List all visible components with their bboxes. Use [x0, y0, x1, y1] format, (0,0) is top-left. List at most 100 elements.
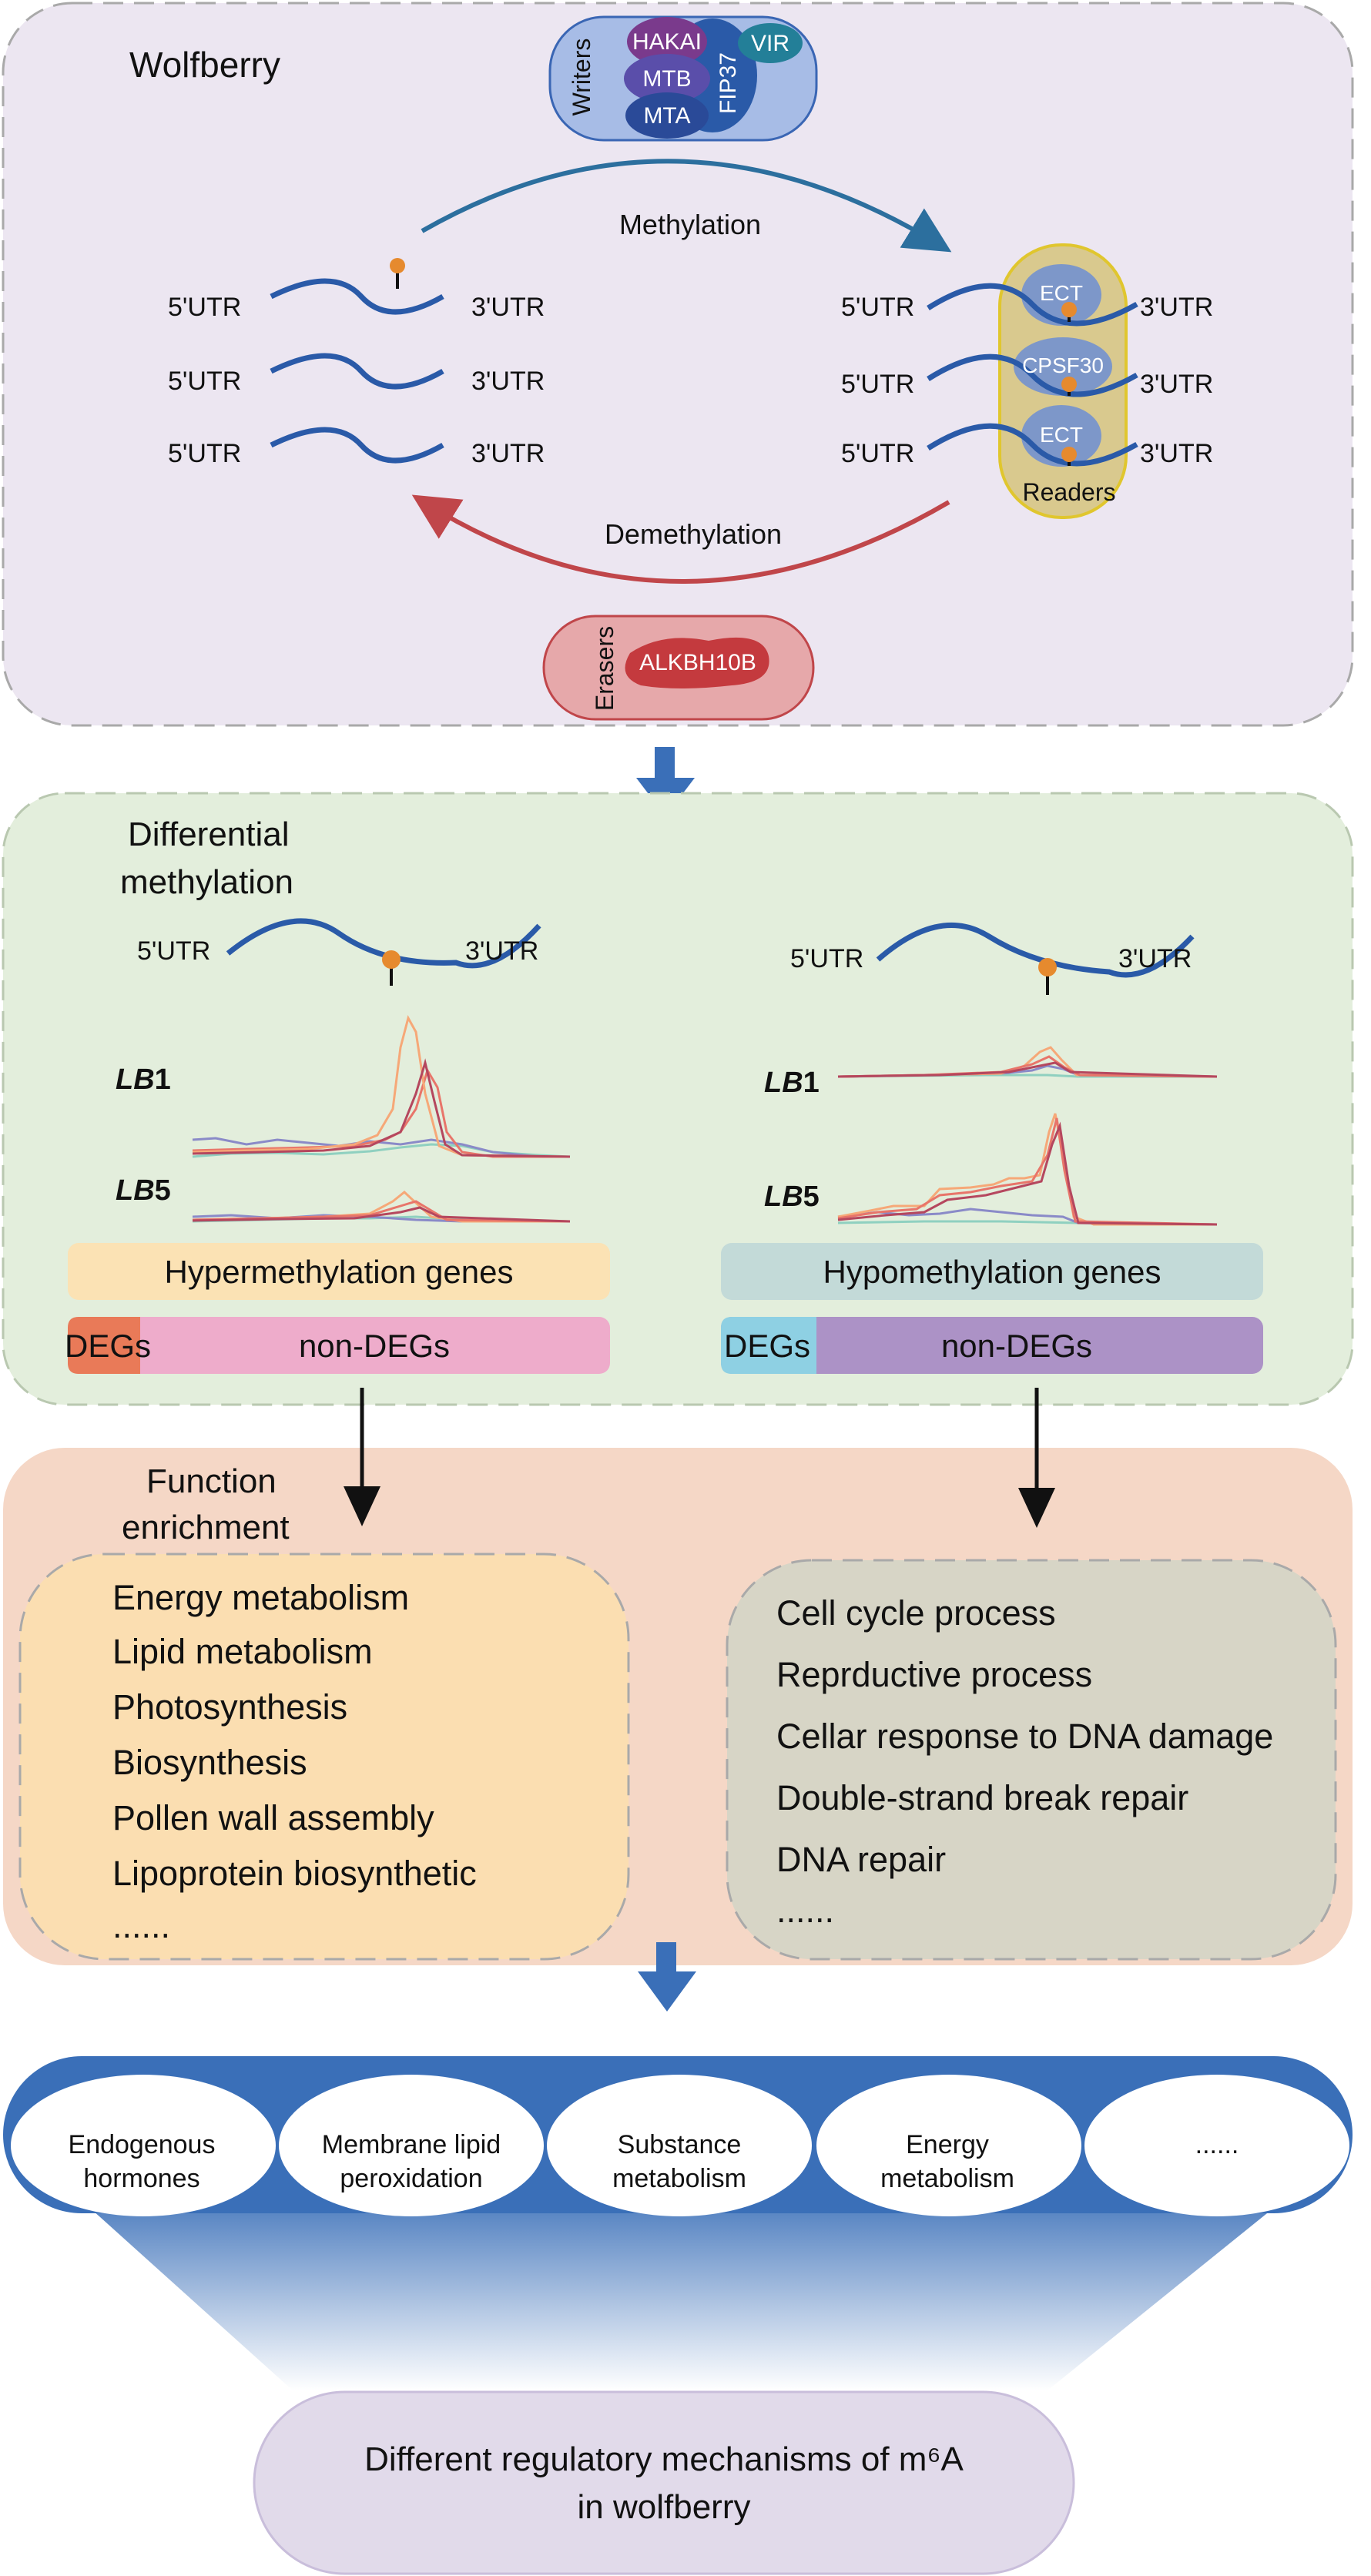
- conclusion-box: Different regulatory mechanisms of m⁶A i…: [253, 2390, 1075, 2575]
- hypo-enrichment-box: [726, 1559, 1337, 1961]
- panel-title-diff-1: Differential: [128, 816, 290, 853]
- erasers-complex: Erasers ALKBH10B: [542, 615, 815, 721]
- hyper-lb1-profile: [192, 1015, 571, 1158]
- writer-mtb: MTB: [642, 66, 691, 92]
- outcome-label: ......: [1195, 2130, 1239, 2159]
- erasers-label: Erasers: [591, 626, 618, 711]
- utr5-label: 5'UTR: [168, 293, 241, 322]
- hypo-nondegs-bar: [721, 1317, 1263, 1374]
- panel-title-func-2: enrichment: [122, 1509, 290, 1546]
- outcome-label: metabolism: [612, 2164, 746, 2193]
- outcome-label: Endogenous: [69, 2130, 216, 2159]
- hypo-term: Reprductive process: [776, 1655, 1092, 1694]
- utr3-label: 3'UTR: [1140, 370, 1213, 399]
- methylation-arrow: [421, 159, 952, 253]
- alkbh10b-protein-shape: [625, 637, 769, 688]
- rna-right-1: [927, 283, 1138, 327]
- hyper-genes-label: Hypermethylation genes: [165, 1254, 514, 1290]
- panel-title-diff-2: methylation: [120, 863, 293, 901]
- utr3-label: 3'UTR: [1140, 293, 1213, 322]
- hyper-nondegs-label: non-DEGs: [299, 1328, 450, 1364]
- vir-protein-shape: [738, 23, 803, 63]
- utr5-label: 5'UTR: [841, 293, 914, 322]
- hyper-term: Pollen wall assembly: [112, 1798, 434, 1837]
- hypo-enrichment-arrow: [1018, 1388, 1055, 1528]
- flow-arrow-down: [636, 747, 695, 816]
- utr5-label: 5'UTR: [790, 944, 863, 973]
- utr5-label: 5'UTR: [168, 439, 241, 468]
- mta-protein-shape: [625, 92, 709, 139]
- rna-hyper: [226, 918, 541, 969]
- hypo-degs-label: DEGs: [724, 1328, 810, 1364]
- free-m6a-dot: [390, 258, 405, 273]
- hypo-term: Cellar response to DNA damage: [776, 1717, 1273, 1756]
- reader-ect: ECT: [1040, 281, 1083, 305]
- flow-arrow-down: [638, 1942, 696, 2012]
- hyper-degs-label: DEGs: [65, 1328, 151, 1364]
- utr3-label: 3'UTR: [471, 367, 545, 396]
- writer-fip37: FIP37: [716, 52, 741, 114]
- reader-cpsf30: CPSF30: [1022, 353, 1104, 377]
- methylation-label: Methylation: [619, 209, 761, 240]
- demethylation-arrow: [411, 494, 950, 584]
- hyper-m6a-dot: [382, 950, 401, 969]
- utr3-label: 3'UTR: [1140, 439, 1213, 468]
- rna-right-3: [927, 423, 1138, 467]
- funnel-shadow: [92, 2210, 1271, 2390]
- rna-hypo: [876, 922, 1195, 978]
- hypo-genes-box: [721, 1243, 1263, 1300]
- utr5-label: 5'UTR: [168, 367, 241, 396]
- utr3-label: 3'UTR: [1118, 944, 1192, 973]
- writer-hakai: HAKAI: [632, 29, 702, 55]
- utr5-label: 5'UTR: [841, 370, 914, 399]
- hypo-term: ......: [776, 1891, 834, 1930]
- hypo-lb1-label: LB1: [764, 1067, 820, 1099]
- conclusion-line-1: Different regulatory mechanisms of m⁶A: [364, 2440, 964, 2478]
- utr5-label: 5'UTR: [137, 936, 210, 966]
- hyper-genes-box: [68, 1243, 610, 1300]
- mtb-protein-shape: [624, 54, 710, 103]
- hyper-lb1-label: LB1: [116, 1064, 171, 1096]
- panel-title-func-1: Function: [146, 1462, 277, 1500]
- panel-title-wolfberry: Wolfberry: [129, 45, 280, 85]
- outcome-label: peroxidation: [340, 2164, 482, 2193]
- hyper-term: Photosynthesis: [112, 1687, 347, 1727]
- outcome-label: Membrane lipid: [322, 2130, 501, 2159]
- outcome-ellipse: [816, 2075, 1081, 2216]
- outcome-label: metabolism: [880, 2164, 1014, 2193]
- hyper-lb5-profile: [192, 1191, 571, 1223]
- hakai-protein-shape: [627, 17, 707, 66]
- hypo-term: Cell cycle process: [776, 1593, 1056, 1633]
- writers-label: Writers: [568, 39, 595, 116]
- hyper-term: ......: [112, 1906, 170, 1945]
- bound-m6a-dot: [1061, 447, 1077, 462]
- rna-left-3: [270, 427, 444, 464]
- utr3-label: 3'UTR: [471, 293, 545, 322]
- conclusion-line-2: in wolfberry: [578, 2488, 751, 2526]
- hypo-lb1-profile: [837, 1046, 1218, 1078]
- writer-mta: MTA: [643, 103, 690, 129]
- outcome-label: Energy: [906, 2130, 989, 2159]
- differential-methylation-panel: Differential methylation 5'UTR 3'UTR 5'U…: [2, 792, 1354, 1406]
- reader-ect: ECT: [1040, 423, 1083, 447]
- rna-left-2: [270, 353, 444, 390]
- hypo-term: Double-strand break repair: [776, 1778, 1188, 1817]
- hypo-lb5-profile: [837, 1113, 1218, 1226]
- hypo-lb5-label: LB5: [764, 1181, 820, 1213]
- hyper-enrichment-box: [18, 1553, 630, 1961]
- bound-m6a-dot: [1061, 377, 1077, 392]
- outcomes-band: Endogenous hormones Membrane lipid perox…: [3, 2056, 1353, 2390]
- hyper-term: Lipoprotein biosynthetic: [112, 1854, 477, 1893]
- function-enrichment-panel: Function enrichment Energy metabolism Li…: [3, 1448, 1353, 1965]
- hyper-enrichment-arrow: [344, 1388, 380, 1526]
- writers-complex: Writers HAKAI MTB MTA FIP37 VIR: [548, 15, 818, 142]
- rna-right-2: [927, 353, 1138, 397]
- bound-m6a-dot: [1061, 302, 1077, 317]
- utr5-label: 5'UTR: [841, 439, 914, 468]
- hypo-degs-bar: [721, 1317, 816, 1374]
- eraser-alkbh10b: ALKBH10B: [639, 650, 756, 675]
- utr3-label: 3'UTR: [471, 439, 545, 468]
- writer-vir: VIR: [751, 31, 789, 56]
- hyper-degs-bar: [68, 1317, 140, 1374]
- outcome-ellipse: [11, 2075, 276, 2216]
